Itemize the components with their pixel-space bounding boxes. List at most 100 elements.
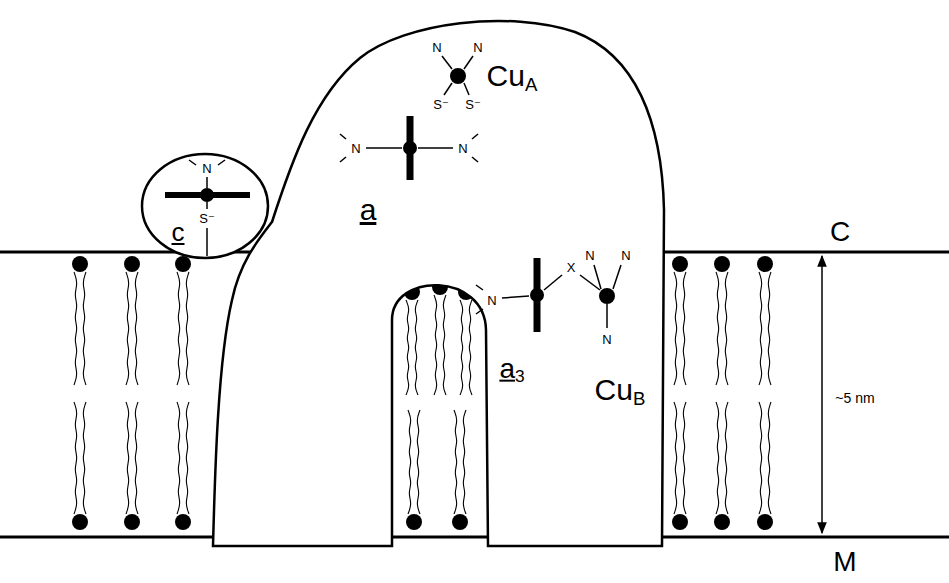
lipid-tail	[759, 272, 762, 385]
side-label: C	[828, 217, 852, 247]
lipid-head	[406, 514, 422, 530]
lipid-tail	[415, 300, 418, 395]
lipid-tail	[460, 300, 463, 395]
bond-line	[472, 134, 478, 139]
heme-label: a3	[499, 355, 524, 386]
bond-line	[206, 202, 208, 209]
bond-line	[472, 157, 478, 162]
lipid-head	[72, 256, 88, 272]
lipid-head	[714, 256, 730, 272]
lipid-tail	[725, 402, 728, 514]
bond-line	[444, 83, 452, 95]
bond-line	[340, 157, 346, 162]
bond-line	[442, 56, 452, 69]
atom-label: N	[485, 293, 498, 308]
lipid-head	[175, 256, 191, 272]
heme-label: c	[172, 219, 185, 245]
bond-line	[218, 160, 225, 165]
dimension-label: ~5 nm	[833, 390, 876, 406]
lipid-tail	[674, 272, 677, 385]
lipid-tail	[683, 402, 686, 514]
atom-label: S⁻	[197, 211, 217, 226]
lipid-tail	[683, 272, 686, 385]
lipid-tail	[74, 272, 77, 385]
atom-label: N	[200, 161, 213, 176]
lipid-tail	[454, 410, 457, 514]
lipid-head	[757, 514, 773, 530]
membrane-bottom-line	[0, 536, 949, 539]
side-label: M	[831, 547, 858, 577]
atom-label: N	[349, 141, 362, 156]
lipid-bilayer	[72, 256, 773, 530]
lipid-tail	[443, 295, 446, 395]
lipid-head	[714, 514, 730, 530]
bond-line	[206, 177, 208, 188]
heme-label: a	[360, 195, 377, 225]
bond-line	[464, 56, 473, 69]
lipid-tail	[417, 410, 420, 514]
atom-label: X	[565, 260, 578, 275]
lipid-head	[757, 256, 773, 272]
lipid-tail	[408, 410, 411, 514]
lipid-tail	[126, 402, 129, 514]
atom-label: N	[471, 40, 484, 55]
bond-line	[606, 304, 608, 328]
lipid-tail	[434, 295, 437, 395]
lipid-tail	[716, 402, 719, 514]
lipid-tail	[177, 402, 180, 514]
iron-atom	[403, 141, 417, 155]
lipid-tail	[126, 272, 129, 385]
lipid-head	[452, 514, 468, 530]
lipid-tail	[135, 402, 138, 514]
bond-line	[476, 285, 483, 290]
lipid-tail	[83, 402, 86, 514]
oxidase-protein-body-outline	[205, 10, 670, 555]
atom-label: S⁻	[431, 97, 451, 112]
bond-line	[476, 309, 483, 314]
lipid-head	[124, 514, 140, 530]
copper-atom	[599, 288, 615, 304]
lipid-tail	[716, 272, 719, 385]
lipid-tail	[725, 272, 728, 385]
lipid-tail	[186, 272, 189, 385]
cytochrome-c-outline	[142, 154, 268, 258]
lipid-tail	[177, 272, 180, 385]
lipid-tail	[674, 402, 677, 514]
bond-line	[206, 228, 208, 256]
atom-label: S⁻	[463, 97, 483, 112]
lipid-tail	[135, 272, 138, 385]
lipid-tail	[83, 272, 86, 385]
bond-line	[613, 265, 621, 289]
lipid-tail	[768, 402, 771, 514]
bond-line	[502, 296, 529, 298]
iron-atom	[200, 188, 214, 202]
atom-label: N	[600, 332, 613, 347]
atom-label: N	[583, 248, 596, 263]
lipid-head	[175, 514, 191, 530]
lipid-tail	[186, 402, 189, 514]
lipid-tail	[74, 402, 77, 514]
copper-center-label: CuB	[595, 375, 646, 408]
bond-line	[544, 275, 562, 290]
lipid-head	[672, 514, 688, 530]
bond-line	[366, 147, 402, 149]
thickness-arrow	[821, 256, 823, 533]
bond-line	[340, 134, 346, 139]
bond-line	[189, 160, 196, 165]
bond-line	[418, 147, 453, 149]
copper-center-label: CuA	[487, 61, 538, 94]
iron-atom	[530, 288, 544, 302]
atom-label: N	[456, 141, 469, 156]
atom-label: N	[619, 248, 632, 263]
bond-line	[464, 83, 469, 95]
lipid-head	[72, 514, 88, 530]
bond-line	[594, 265, 601, 289]
lipid-head	[672, 256, 688, 272]
protein-outline	[213, 21, 664, 546]
copper-atom	[450, 68, 466, 84]
lipid-head	[124, 256, 140, 272]
lipid-tail	[406, 300, 409, 395]
lipid-tail	[768, 272, 771, 385]
lipid-tail	[469, 300, 472, 395]
